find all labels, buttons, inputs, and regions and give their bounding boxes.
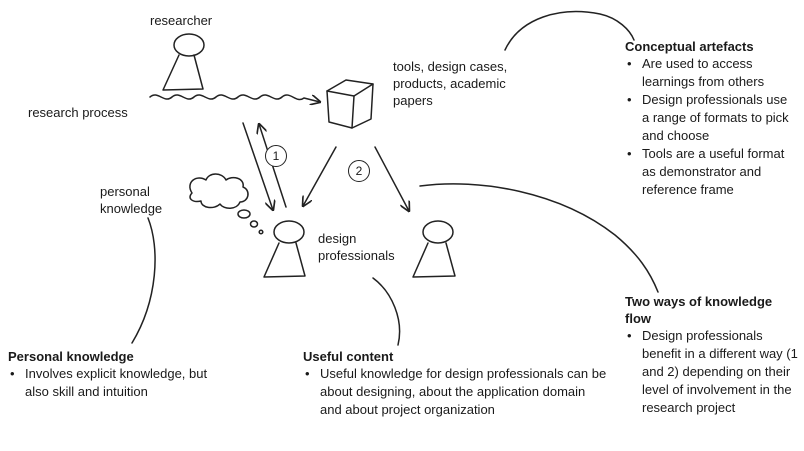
- artefact-types-label: tools, design cases, products, academic …: [393, 59, 508, 108]
- note-bullet-list: Involves explicit knowledge, but also sk…: [8, 365, 208, 401]
- callout-useful: [372, 277, 401, 346]
- researcher-figure: [162, 33, 205, 91]
- research-process-label: research process: [28, 105, 128, 120]
- design-professional-figure-right: [412, 220, 456, 278]
- note-bullet-list: Design professionals benefit in a differ…: [625, 327, 799, 417]
- thought-bubble-icon: [249, 220, 259, 228]
- callout-personal: [131, 217, 156, 344]
- flow-1-arrow-down: [242, 122, 273, 210]
- note-bullet: Design professionals use a range of form…: [625, 91, 797, 145]
- note-two-ways-of-knowledge-flow: Two ways of knowledge flow Design profes…: [625, 293, 799, 417]
- note-personal-knowledge: Personal knowledge Involves explicit kno…: [8, 348, 208, 401]
- callout-conceptual: [504, 10, 635, 51]
- note-bullet-list: Are used to access learnings from others…: [625, 55, 797, 199]
- artefact-cube: [326, 79, 374, 129]
- design-professional-figure: [263, 220, 306, 278]
- note-useful-content: Useful content Useful knowledge for desi…: [303, 348, 608, 419]
- note-bullet: Useful knowledge for design professional…: [303, 365, 608, 419]
- thought-bubble-icon: [258, 229, 264, 235]
- flow-2-arrow-right: [374, 146, 409, 211]
- note-bullet-list: Useful knowledge for design professional…: [303, 365, 608, 419]
- design-professionals-label: design professionals: [318, 231, 395, 263]
- flow-1-badge: 1: [265, 145, 287, 167]
- thought-cloud-icon: [189, 173, 249, 209]
- callout-two-ways: [419, 183, 659, 293]
- research-process-line: [149, 94, 320, 102]
- note-title: Conceptual artefacts: [625, 39, 754, 54]
- note-bullet: Design professionals benefit in a differ…: [625, 327, 799, 417]
- personal-knowledge-label: personal knowledge: [100, 184, 163, 216]
- note-bullet: Are used to access learnings from others: [625, 55, 797, 91]
- thought-bubble-icon: [237, 209, 251, 219]
- note-conceptual-artefacts: Conceptual artefacts Are used to access …: [625, 38, 797, 199]
- flow-2-badge: 2: [348, 160, 370, 182]
- flow-2-arrow-left: [303, 146, 337, 206]
- note-title: Two ways of knowledge flow: [625, 294, 773, 326]
- researcher-label: researcher: [150, 13, 213, 28]
- note-title: Useful content: [303, 349, 394, 364]
- note-bullet: Tools are a useful format as demonstrato…: [625, 145, 797, 199]
- note-bullet: Involves explicit knowledge, but also sk…: [8, 365, 208, 401]
- note-title: Personal knowledge: [8, 349, 134, 364]
